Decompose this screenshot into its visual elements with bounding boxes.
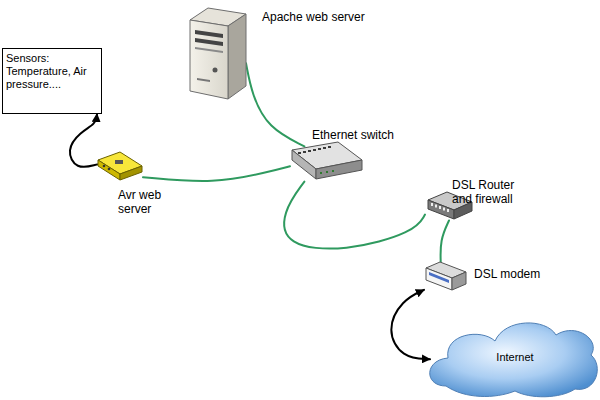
- node-label: Avr web server: [118, 188, 170, 216]
- server-node: Apache web server: [186, 8, 246, 100]
- network-cable: [70, 114, 97, 167]
- server-icon: [190, 8, 246, 99]
- switch-node: Ethernet switch: [290, 142, 362, 186]
- network-cable: [246, 63, 304, 146]
- avr-board-icon: [98, 152, 142, 180]
- node-label: DSL modem: [474, 267, 540, 281]
- node-label: DSL Router and firewall: [452, 178, 524, 206]
- router-node: DSL Router and firewall: [425, 192, 473, 222]
- avr-node: Avr web server: [95, 150, 143, 182]
- cloud-node: Internet: [430, 312, 600, 398]
- network-cable: [284, 182, 425, 249]
- modem-icon: [426, 262, 466, 290]
- node-label: Apache web server: [262, 10, 365, 24]
- network-cable: [441, 221, 449, 265]
- node-label: Sensors: Temperature, Air pressure....: [6, 52, 98, 91]
- network-cable: [391, 290, 430, 360]
- modem-node: DSL modem: [424, 261, 466, 293]
- network-cable: [143, 166, 290, 181]
- sensor-box: Sensors: Temperature, Air pressure....: [2, 48, 102, 114]
- switch-icon: [292, 142, 362, 179]
- node-label: Ethernet switch: [312, 128, 394, 142]
- node-label: Internet: [430, 351, 600, 364]
